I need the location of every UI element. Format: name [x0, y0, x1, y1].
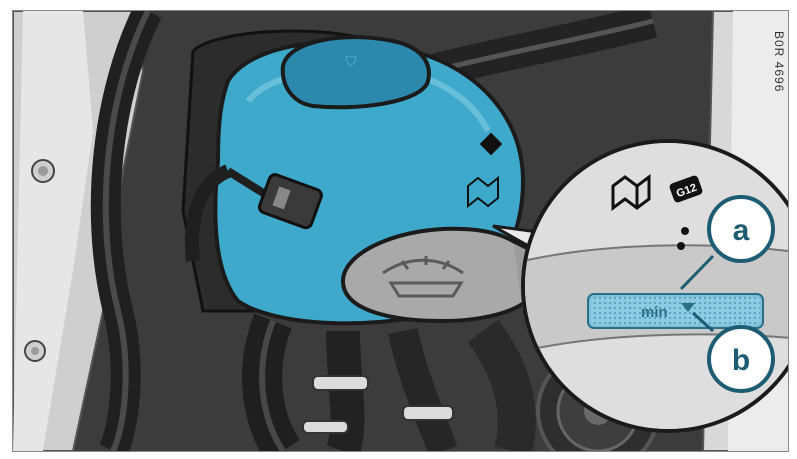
min-mark-label: min: [641, 304, 668, 321]
callout-a-label: a: [733, 214, 750, 247]
engine-bay-drawing: ⛉: [13, 11, 788, 451]
bolt-icon: [32, 160, 54, 182]
cap-symbol-icon: ⛉: [346, 53, 357, 69]
callout-a: a: [709, 197, 773, 261]
engine-bay-illustration: ⛉: [12, 10, 789, 452]
callout-b: b: [709, 327, 773, 391]
bolt-icon: [25, 341, 45, 361]
callout-b-label: b: [732, 344, 750, 377]
figure-code: B0R 4696: [768, 31, 786, 151]
